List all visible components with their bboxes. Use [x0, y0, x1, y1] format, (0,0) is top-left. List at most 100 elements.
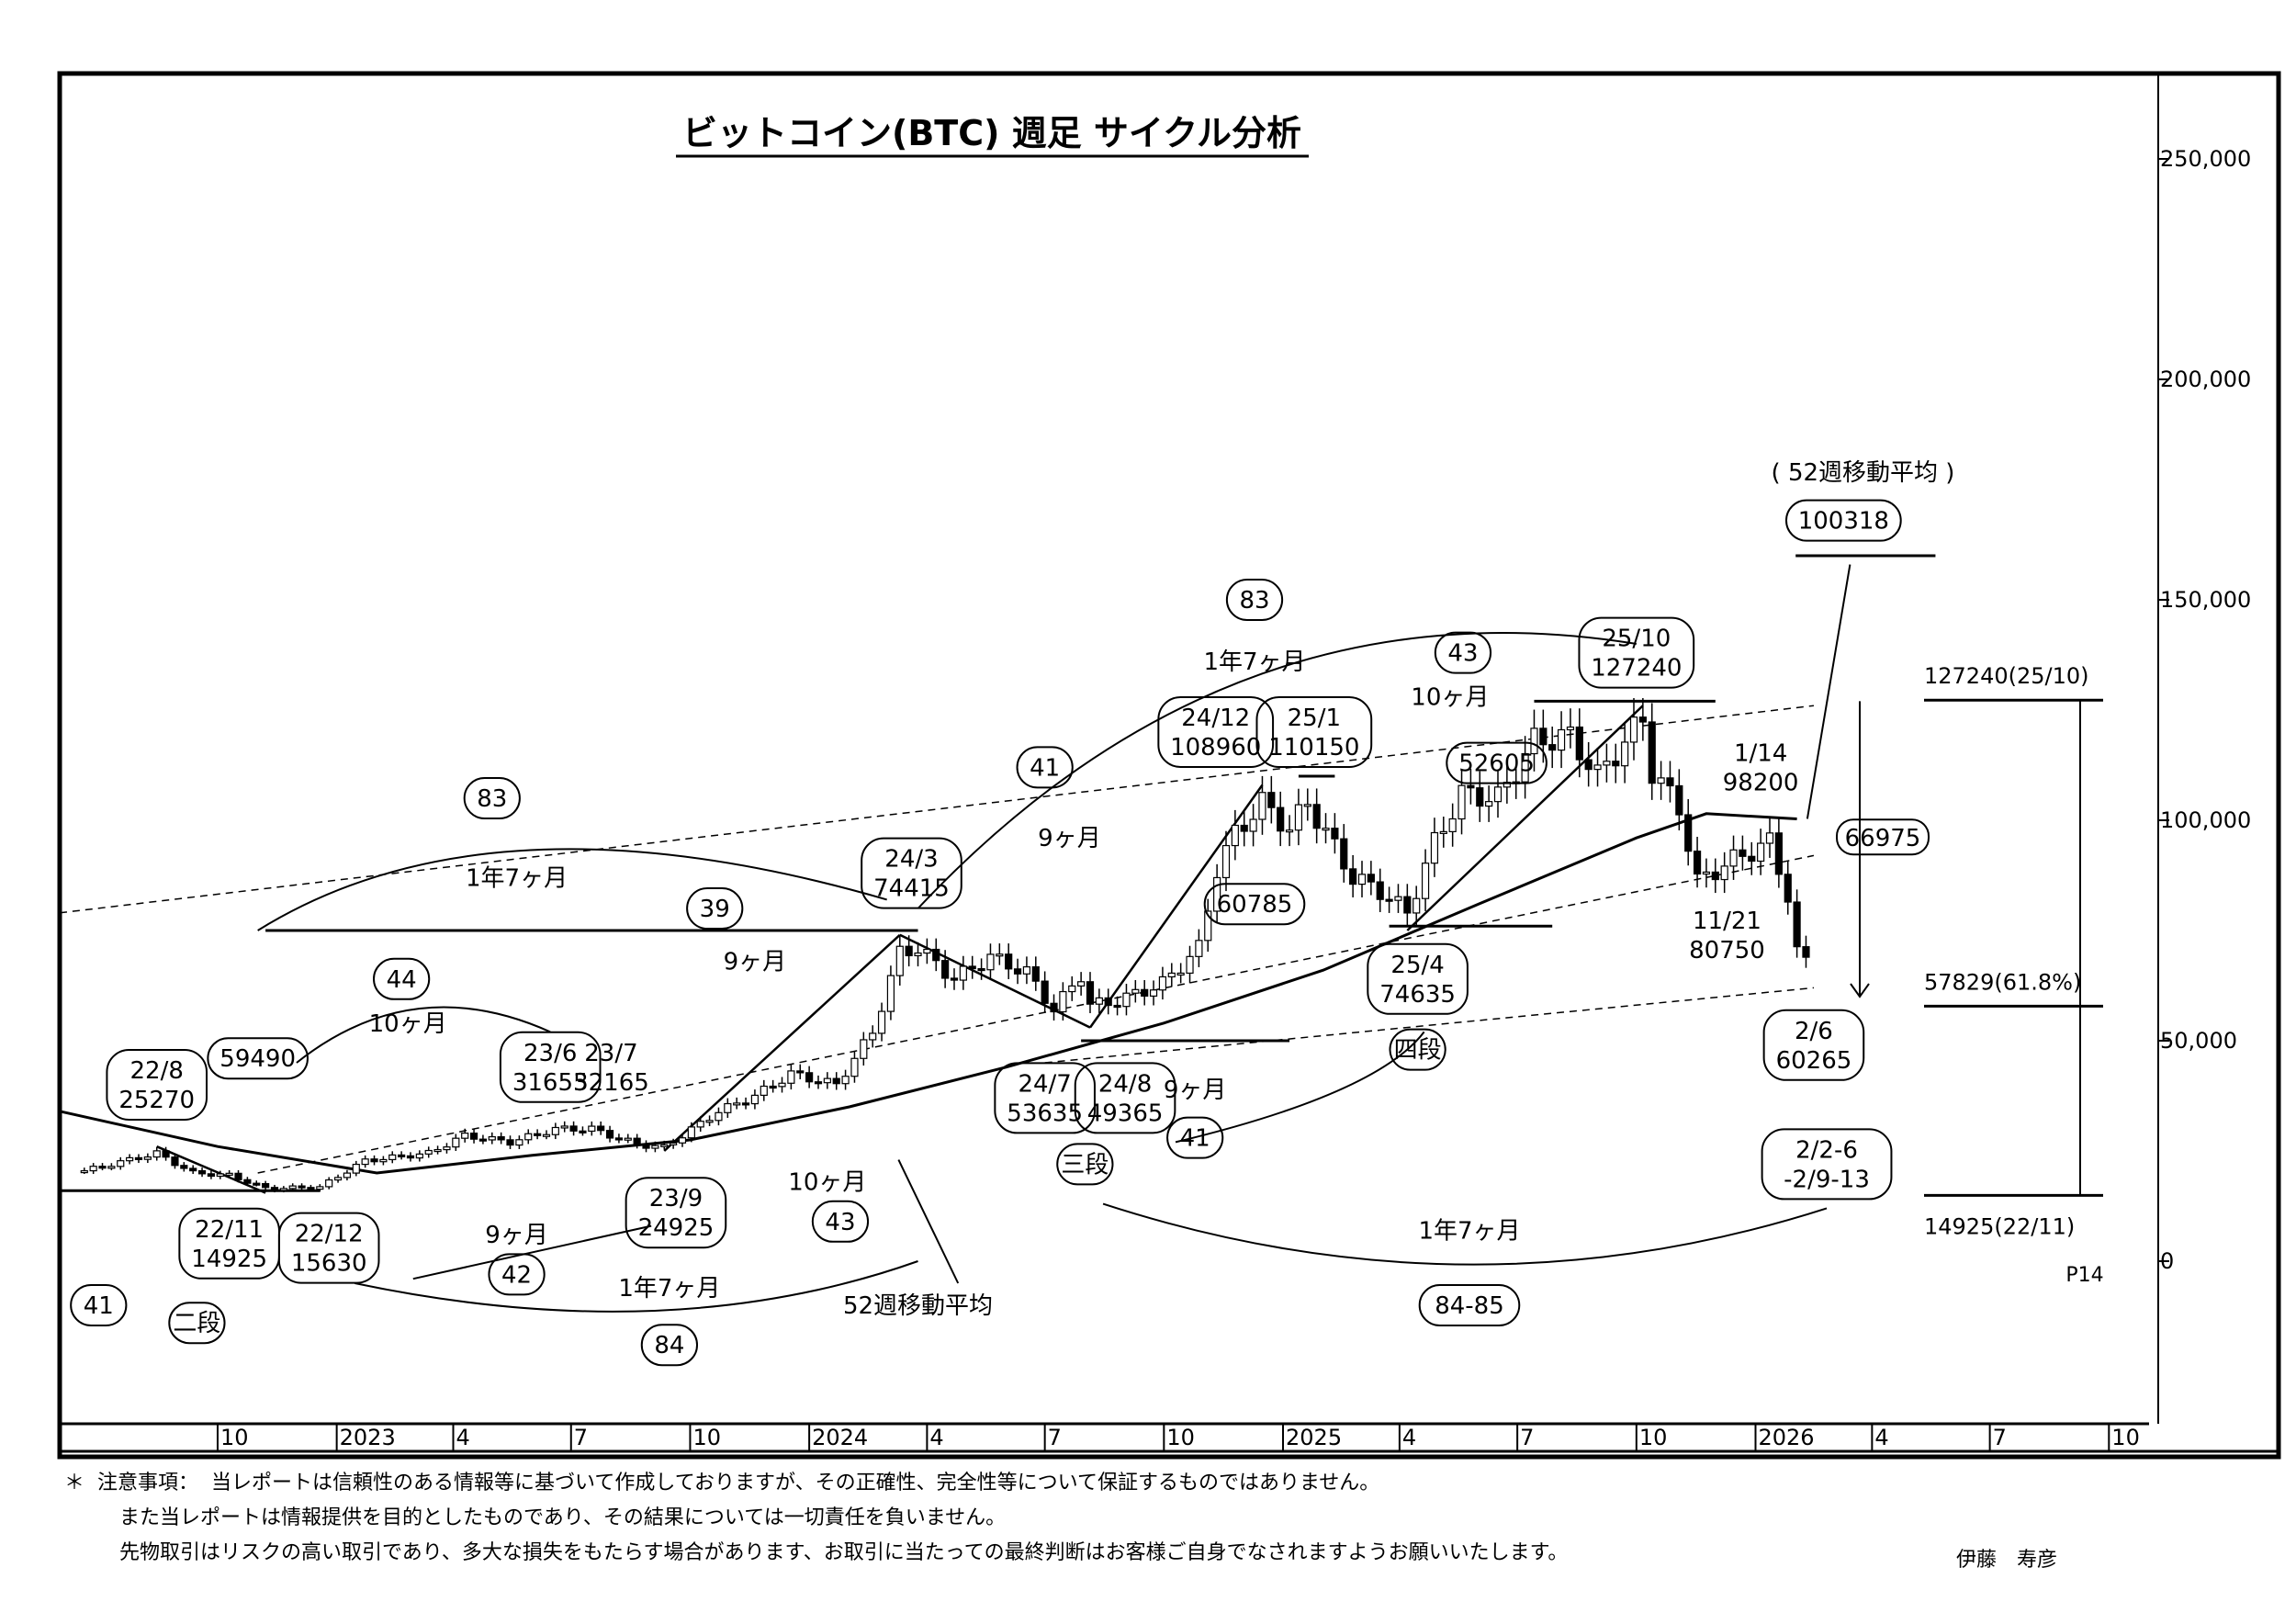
candle-body [1493, 786, 1503, 803]
candle-body [1385, 898, 1393, 902]
candle-body [841, 1076, 850, 1085]
x-tick-label: 2024 [812, 1425, 868, 1450]
cycle-arc [257, 848, 887, 931]
candle-body [388, 1154, 397, 1161]
candle-body [1231, 824, 1239, 847]
candle-body [89, 1166, 97, 1172]
annotation-line: 53635 [1007, 1100, 1083, 1127]
candle-body [1167, 972, 1176, 978]
candle-body [1566, 726, 1575, 731]
annotation-label: 43 [825, 1209, 855, 1236]
annotation-label: 10ヶ月 [788, 1169, 866, 1197]
decline-arrowhead [1850, 983, 1870, 998]
cycle-arc [917, 632, 1637, 909]
candle-body [1059, 990, 1067, 1013]
candle-body [914, 952, 922, 957]
annotation-circle [1255, 696, 1373, 768]
annotation-line: 1年7ヶ月 [466, 864, 568, 892]
annotation-circle [1157, 696, 1275, 768]
candle-body [1131, 988, 1140, 994]
annotation-circle [106, 1049, 208, 1121]
candle-body [1575, 726, 1583, 761]
candle-body [1421, 863, 1430, 899]
disclaimer-marker: ＊ [64, 1472, 85, 1494]
annotation-label: 2/2-6-2/9-13 [1784, 1136, 1870, 1193]
horizontal-lines [60, 554, 1936, 1192]
cycle-arc [412, 1224, 652, 1280]
annotation-label: 59490 [219, 1045, 296, 1073]
candle-body [1221, 844, 1231, 879]
x-tick-label: 7 [1048, 1425, 1062, 1450]
annotation-line: 22/8 [130, 1057, 184, 1085]
annotation-circle [499, 1031, 602, 1103]
candle-body [1739, 849, 1747, 857]
annotation-circle [1418, 1284, 1521, 1326]
candle-body [180, 1165, 188, 1169]
candle-body [787, 1070, 795, 1084]
candle-body [443, 1146, 451, 1151]
annotation-line: 三段 [1061, 1151, 1109, 1179]
candle-body [1530, 727, 1538, 755]
candle-body [370, 1158, 378, 1163]
x-tick-label: 4 [929, 1425, 943, 1450]
ma-label-pointer [897, 1159, 960, 1284]
candle-body [379, 1158, 388, 1163]
x-tick-label: 7 [1520, 1425, 1534, 1450]
candle-body [1277, 806, 1285, 832]
candle-body [1312, 804, 1321, 829]
annotation-label: 9ヶ月 [485, 1222, 548, 1249]
annotation-line: 98200 [1723, 769, 1799, 796]
x-tick-label: 2023 [340, 1425, 396, 1450]
annotation-line: 49365 [1087, 1100, 1164, 1127]
annotation-line: 25/4 [1390, 952, 1444, 979]
annotation-circle [1203, 883, 1306, 926]
x-tick-label: 10 [2111, 1425, 2140, 1450]
candle-body [415, 1153, 423, 1159]
candle-body [307, 1187, 315, 1190]
candle-body [1793, 901, 1801, 948]
annotation-line: 1年7ヶ月 [1203, 648, 1305, 676]
annotation-line: 二段 [173, 1310, 220, 1337]
candle-body [1702, 871, 1711, 875]
candle-body [1294, 804, 1303, 831]
candle-body [452, 1137, 460, 1148]
candle-body [1394, 896, 1402, 901]
candle-body [605, 1130, 614, 1139]
candle-body [1802, 946, 1810, 958]
candle-body [1430, 831, 1439, 864]
candle-body [1584, 759, 1593, 771]
annotation-line: 44 [387, 966, 417, 994]
annotation-line: 39 [700, 896, 730, 923]
annotation-line: 22/11 [195, 1216, 264, 1244]
x-tick-label: 4 [1874, 1425, 1888, 1450]
candle-body [1357, 874, 1367, 885]
moving-average-line [59, 812, 1797, 1175]
candle-body [1258, 792, 1266, 820]
annotation-line: 1年7ヶ月 [1418, 1217, 1520, 1245]
candle-body [1176, 972, 1185, 976]
annotation-circle [488, 1253, 546, 1296]
annotation-label: 44 [387, 966, 417, 994]
trend-line [1406, 705, 1644, 931]
candle-body [1267, 792, 1276, 808]
candle-body [1322, 828, 1330, 831]
annotation-circle [640, 1324, 699, 1367]
candle-body [733, 1102, 741, 1106]
candle-body [860, 1039, 868, 1059]
annotation-line: 23/9 [649, 1185, 703, 1212]
annotation-label: 83 [477, 785, 507, 813]
candle-body [1548, 744, 1557, 751]
annotation-line: 2/2-6 [1795, 1136, 1858, 1164]
candle-body [1249, 818, 1257, 832]
candle-body [197, 1170, 207, 1175]
candle-body [542, 1133, 551, 1137]
candle-body [225, 1172, 233, 1176]
annotation-circle [1784, 499, 1902, 542]
candle-body [117, 1160, 125, 1167]
